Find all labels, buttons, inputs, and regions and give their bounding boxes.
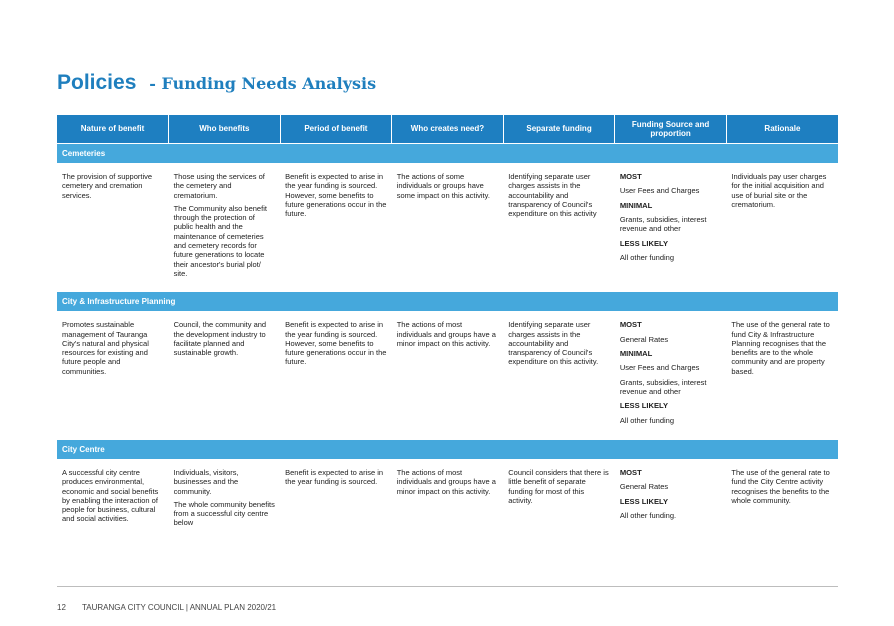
cell-paragraph: The Community also benefit through the p… — [173, 203, 267, 278]
cell-paragraph: The actions of most individuals and grou… — [396, 467, 496, 496]
cell-paragraph: Benefit is expected to arise in the year… — [285, 320, 387, 367]
funding-level-label: MOST — [619, 172, 642, 181]
header-separate-funding: Separate funding — [503, 115, 616, 144]
table-row: A successful city centre produces enviro… — [57, 459, 838, 541]
period-of-benefit-cell: Benefit is expected to arise in the year… — [280, 311, 392, 439]
funding-source-item: General Rates — [619, 482, 669, 492]
funding-source-item: All other funding — [619, 415, 675, 425]
nature-of-benefit-cell: The provision of supportive cemetery and… — [57, 163, 169, 292]
who-benefits-cell: Individuals, visitors, businesses and th… — [169, 459, 281, 541]
cell-paragraph: Identifying separate user charges assist… — [508, 320, 599, 367]
title-subtitle: - Funding Needs Analysis — [149, 74, 377, 93]
header-nature-of-benefit: Nature of benefit — [57, 115, 170, 144]
who-benefits-cell: Council, the community and the developme… — [169, 311, 281, 439]
rationale-cell: The use of the general rate to fund the … — [726, 459, 838, 541]
cell-paragraph: Benefit is expected to arise in the year… — [285, 467, 384, 487]
section-header-row: Cemeteries — [57, 143, 838, 163]
cell-paragraph: Individuals, visitors, businesses and th… — [173, 467, 239, 496]
who-creates-need-cell: The actions of most individuals and grou… — [392, 311, 504, 439]
funding-source-item: All other funding. — [619, 511, 677, 521]
cell-paragraph: Council, the community and the developme… — [173, 320, 267, 358]
section-header-row: City Centre — [57, 438, 838, 459]
who-creates-need-cell: The actions of most individuals and grou… — [392, 459, 504, 541]
cell-paragraph: Identifying separate user charges assist… — [508, 172, 597, 219]
rationale-cell: Individuals pay user charges for the ini… — [726, 163, 838, 292]
section-header-row: City & Infrastructure Planning — [57, 291, 838, 312]
section-title: City & Infrastructure Planning — [57, 291, 838, 312]
section-title: City Centre — [57, 438, 838, 459]
funding-source-item: User Fees and Charges — [619, 186, 700, 196]
cell-paragraph: The provision of supportive cemetery and… — [62, 172, 153, 200]
table-header-row: Nature of benefit Who benefits Period of… — [57, 115, 838, 144]
funding-source-item: General Rates — [619, 334, 669, 344]
period-of-benefit-cell: Benefit is expected to arise in the year… — [280, 459, 392, 541]
who-benefits-cell: Those using the services of the cemetery… — [169, 163, 281, 292]
header-funding-source: Funding Source and proportion — [614, 115, 727, 144]
funding-source-item: Grants, subsidies, interest revenue and … — [619, 377, 707, 396]
rationale-cell: The use of the general rate to fund City… — [726, 311, 838, 439]
cell-paragraph: The use of the general rate to fund City… — [731, 320, 830, 376]
cell-paragraph: Benefit is expected to arise in the year… — [285, 172, 387, 219]
cell-paragraph: Individuals pay user charges for the ini… — [731, 172, 827, 209]
funding-source-item: Grants, subsidies, interest revenue and … — [619, 215, 707, 234]
separate-funding-cell: Council considers that there is little b… — [503, 459, 615, 541]
cell-paragraph: The actions of some individuals or group… — [396, 172, 490, 200]
header-rationale: Rationale — [726, 115, 838, 144]
table-row: The provision of supportive cemetery and… — [57, 163, 838, 292]
nature-of-benefit-cell: Promotes sustainable management of Taura… — [57, 311, 169, 439]
page-footer: 12 TAURANGA CITY COUNCIL | ANNUAL PLAN 2… — [57, 603, 276, 612]
funding-level-label: MOST — [619, 467, 642, 477]
header-who-benefits: Who benefits — [168, 115, 281, 144]
section-title: Cemeteries — [57, 143, 838, 163]
footer-divider — [57, 586, 838, 587]
page-title: Policies - Funding Needs Analysis — [57, 60, 376, 97]
funding-source-item: User Fees and Charges — [619, 363, 700, 373]
header-who-creates-need: Who creates need? — [391, 115, 504, 144]
funding-level-label: LESS LIKELY — [619, 401, 669, 411]
separate-funding-cell: Identifying separate user charges assist… — [503, 163, 615, 292]
cell-paragraph: A successful city centre produces enviro… — [62, 467, 159, 524]
table-row: Promotes sustainable management of Taura… — [57, 311, 838, 439]
footer-text: TAURANGA CITY COUNCIL | ANNUAL PLAN 2020… — [81, 603, 277, 612]
page-number: 12 — [57, 603, 66, 612]
cell-paragraph: The use of the general rate to fund the … — [731, 467, 830, 505]
funding-needs-table: Nature of benefit Who benefits Period of… — [57, 115, 838, 541]
cell-paragraph: Council considers that there is little b… — [508, 467, 609, 505]
title-main: Policies — [57, 71, 137, 94]
who-creates-need-cell: The actions of some individuals or group… — [392, 163, 504, 292]
separate-funding-cell: Identifying separate user charges assist… — [503, 311, 615, 439]
funding-level-label: MINIMAL — [619, 200, 653, 210]
header-period-of-benefit: Period of benefit — [280, 115, 393, 144]
funding-level-label: LESS LIKELY — [619, 496, 669, 506]
cell-paragraph: The whole community benefits from a succ… — [173, 499, 275, 528]
cell-paragraph: The actions of most individuals and grou… — [396, 320, 496, 348]
funding-level-label: LESS LIKELY — [619, 238, 669, 248]
period-of-benefit-cell: Benefit is expected to arise in the year… — [280, 163, 392, 292]
cell-paragraph: Promotes sustainable management of Taura… — [62, 320, 149, 376]
funding-level-label: MINIMAL — [619, 348, 653, 358]
funding-source-item: All other funding — [619, 253, 675, 263]
cell-paragraph: Those using the services of the cemetery… — [173, 172, 265, 200]
funding-level-label: MOST — [619, 320, 642, 330]
nature-of-benefit-cell: A successful city centre produces enviro… — [57, 459, 169, 541]
